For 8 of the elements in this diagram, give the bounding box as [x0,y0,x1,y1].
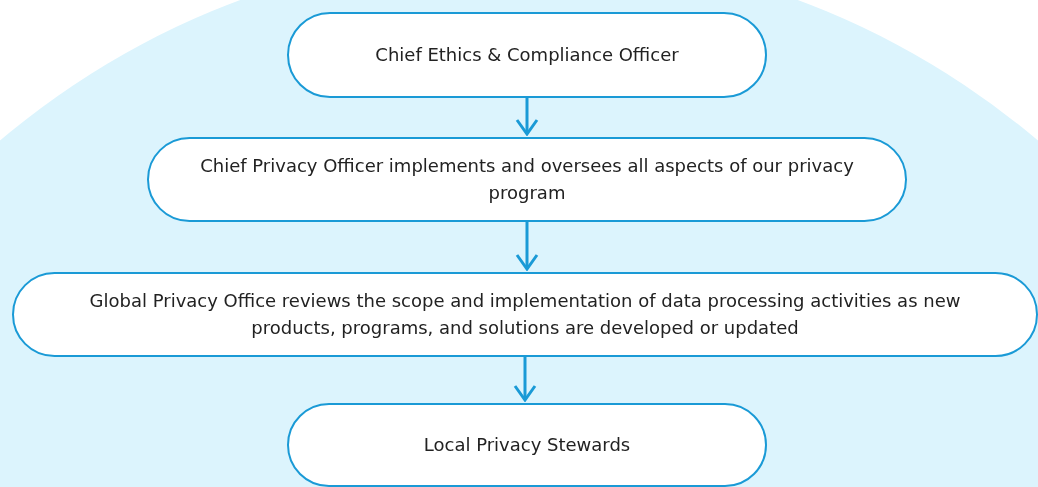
node-text: Chief Ethics & Compliance Officer [375,42,679,67]
arrow [515,98,539,136]
arrow [515,222,539,271]
node-text: Chief Privacy Officer implements and oversees all aspects of our privacy program [199,154,855,205]
process-pill [12,272,1038,357]
node-text: Local Privacy Stewards [423,432,631,457]
node-text: Global Privacy Office reviews the scope and implementation of data processing activities as new products, programs, and solutions are developed or updated [88,289,962,340]
arrow [513,357,537,402]
